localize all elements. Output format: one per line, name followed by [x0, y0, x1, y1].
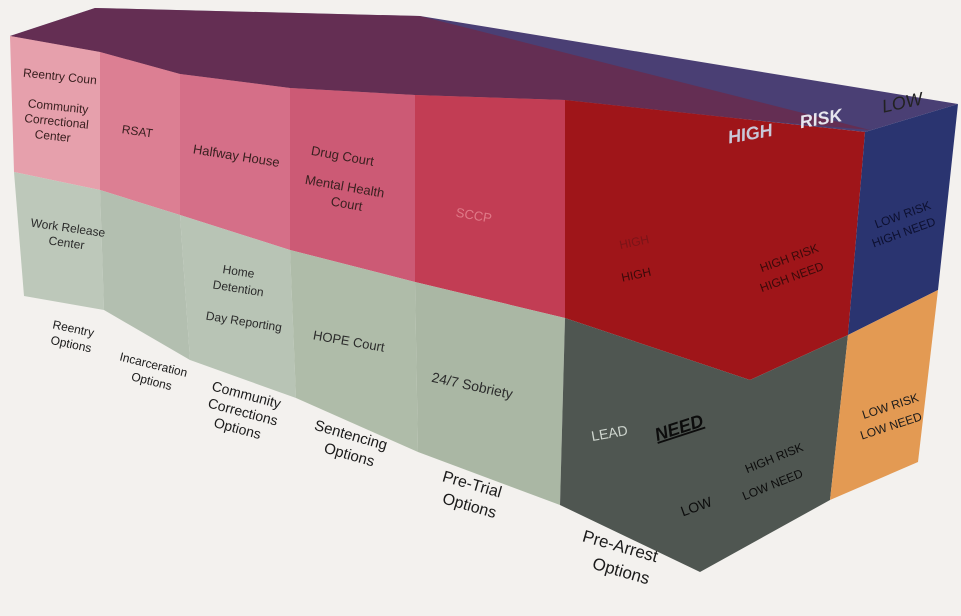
label-community-1: Community: [27, 96, 89, 116]
label-community-3: Center: [34, 127, 71, 145]
label-home-detention-1: Home: [222, 262, 256, 281]
seg-community-bottom: [180, 215, 296, 398]
seg-pretrial-top: [415, 95, 565, 318]
label-high-mid: HIGH: [620, 265, 652, 285]
side-low-risk-high-need: [848, 104, 958, 335]
label-rsat: RSAT: [121, 122, 154, 140]
label-sccp: SCCP: [455, 205, 493, 226]
seg-community-top: [180, 74, 290, 250]
seg-reentry-top: [10, 36, 100, 190]
label-work-release-2: Center: [48, 233, 86, 252]
seg-incarceration-bottom: [100, 190, 190, 360]
seg-pretrial-bottom: [415, 282, 565, 505]
label-high-left-faint: HIGH: [618, 232, 650, 252]
side-low-risk-low-need: [830, 290, 938, 500]
seg-prearrest-bottom: [560, 318, 848, 572]
seg-sentencing-top: [290, 88, 415, 282]
seg-incarceration-top: [100, 52, 180, 215]
seg-sentencing-bottom: [290, 250, 418, 452]
top-face-red-band: [10, 8, 870, 130]
label-mental-health-2: Court: [330, 194, 364, 214]
seg-reentry-bottom: [14, 172, 104, 310]
label-lead: LEAD: [590, 422, 629, 444]
label-community-2: Correctional: [24, 111, 90, 132]
seg-prearrest-top: [565, 100, 865, 380]
